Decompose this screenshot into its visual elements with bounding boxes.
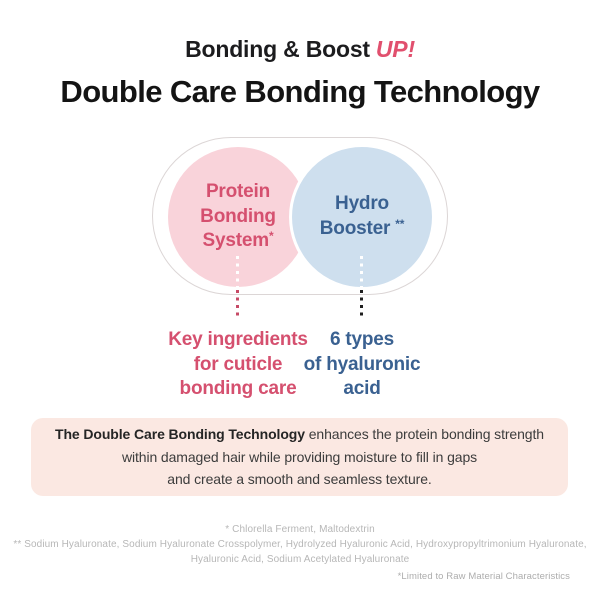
tagline-highlight: UP!: [375, 36, 415, 62]
connector-left-inner-dots: [236, 256, 239, 288]
connector-right-inner-dots: [360, 256, 363, 288]
page-title: Double Care Bonding Technology: [60, 74, 540, 109]
footnote-2: ** Sodium Hyaluronate, Sodium Hyaluronat…: [13, 539, 587, 565]
footnotes: * Chlorella Ferment, Maltodextrin ** Sod…: [8, 522, 592, 567]
description-line-1-rest: enhances the protein bonding strength: [304, 426, 544, 443]
description-bold: The Double Care Bonding Technology: [55, 426, 305, 443]
protein-circle-label: Protein Bonding System: [200, 180, 276, 252]
hydro-circle-label: Hydro Booster: [319, 193, 391, 239]
description-line-3: and create a smooth and seamless texture…: [167, 471, 432, 488]
connector-right-outer-dots: [360, 290, 363, 320]
tagline-text: Bonding & Boost: [185, 36, 370, 62]
connector-left-outer-dots: [236, 290, 239, 320]
description-line-1: The Double Care Bonding Technology enhan…: [31, 423, 568, 446]
description-box: The Double Care Bonding Technology enhan…: [31, 418, 568, 496]
callout-protein: Key ingredients for cuticle bonding care: [168, 329, 308, 400]
protein-footnote-mark: *: [268, 229, 274, 244]
callout-hydro: 6 types of hyaluronic acid: [303, 329, 421, 400]
footnote-1: * Chlorella Ferment, Maltodextrin: [225, 524, 375, 535]
disclaimer: *Limited to Raw Material Characteristics: [397, 571, 570, 582]
hydro-footnote-mark: **: [395, 217, 405, 231]
description-line-2: within damaged hair while providing mois…: [121, 448, 478, 465]
